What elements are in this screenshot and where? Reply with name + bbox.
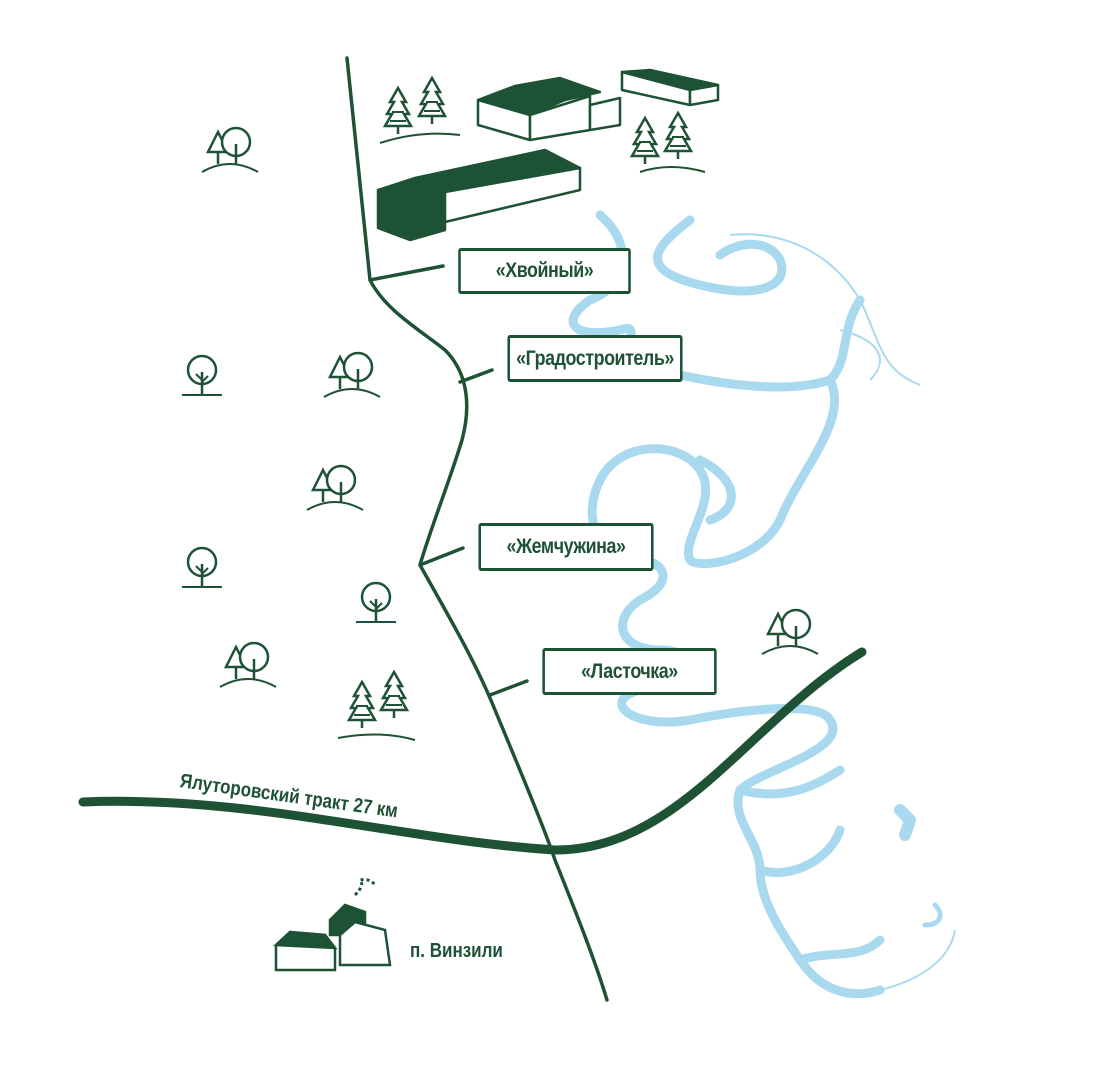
- trees: [180, 76, 820, 741]
- river-tributaries: [729, 233, 956, 991]
- buildings: [376, 68, 720, 242]
- village-icon: [272, 878, 392, 972]
- label-zhemchuzhina[interactable]: «Жемчужина»: [478, 523, 654, 571]
- highway: [78, 647, 867, 855]
- label-gradostroitel[interactable]: «Градостроитель»: [507, 335, 683, 382]
- label-khvoyny[interactable]: «Хвойный»: [458, 248, 631, 294]
- village-label: п. Винзили: [410, 940, 503, 962]
- label-lastochka[interactable]: «Ласточка»: [542, 648, 717, 695]
- local-road: [345, 56, 609, 1002]
- river: [568, 210, 943, 999]
